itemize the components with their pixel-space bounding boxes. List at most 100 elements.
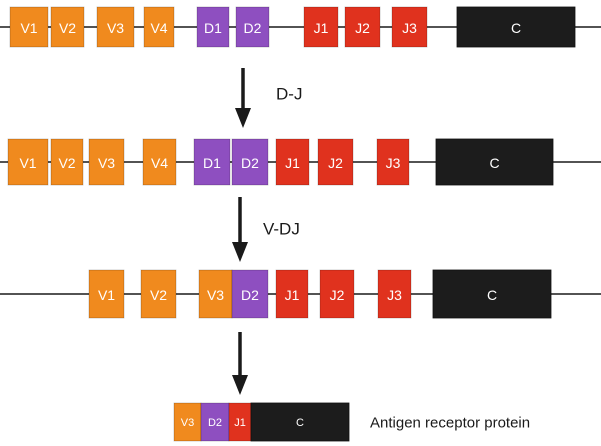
segment-d2-row-1: D2 — [235, 6, 270, 48]
segment-box — [456, 6, 576, 48]
segment-box — [432, 269, 552, 319]
segment-d2-row-4: D2 — [200, 402, 230, 442]
segment-label: V2 — [58, 155, 75, 171]
segment-d1-row-1: D1 — [196, 6, 230, 48]
segment-label: J1 — [234, 417, 246, 429]
segment-v1-row-3: V1 — [88, 269, 125, 319]
segment-c-row-4: C — [250, 402, 350, 442]
segment-j1-row-1: J1 — [303, 6, 339, 48]
segment-v3-row-4: V3 — [173, 402, 202, 442]
segment-box — [9, 6, 49, 48]
segment-label: V4 — [151, 155, 168, 171]
segment-box — [140, 269, 177, 319]
step-label: D-J — [276, 85, 302, 104]
arrow-head-icon — [232, 242, 248, 262]
step-label: V-DJ — [263, 220, 300, 239]
segment-box — [391, 6, 428, 48]
segment-label: J2 — [330, 287, 345, 303]
segment-j1-row-4: J1 — [228, 402, 252, 442]
segment-label: D2 — [208, 417, 222, 429]
segment-j1-row-2: J1 — [275, 138, 310, 186]
segment-box — [376, 138, 410, 186]
segment-box — [50, 138, 84, 186]
segment-v2-row-3: V2 — [140, 269, 177, 319]
segment-label: C — [487, 287, 497, 303]
segment-j1-row-3: J1 — [275, 269, 309, 319]
segment-label: C — [296, 417, 304, 429]
segment-c-row-2: C — [435, 138, 554, 186]
segment-v2-row-2: V2 — [50, 138, 84, 186]
segment-box — [142, 138, 177, 186]
segment-d2-row-2: D2 — [231, 138, 269, 186]
segment-label: J2 — [328, 155, 343, 171]
segment-label: J1 — [285, 287, 300, 303]
segment-label: V2 — [150, 287, 167, 303]
segment-box — [7, 138, 49, 186]
arrow-head-icon — [232, 375, 248, 395]
segment-label: V2 — [59, 20, 76, 36]
segment-c-row-3: C — [432, 269, 552, 319]
segment-label: V1 — [19, 155, 36, 171]
segment-label: C — [489, 155, 499, 171]
segment-j2-row-1: J2 — [344, 6, 381, 48]
segment-v4-row-1: V4 — [143, 6, 175, 48]
segment-label: V3 — [98, 155, 115, 171]
segment-c-row-1: C — [456, 6, 576, 48]
step-arrows: D-J V-DJ — [232, 68, 302, 395]
segment-label: D2 — [241, 155, 259, 171]
segment-j3-row-1: J3 — [391, 6, 428, 48]
segment-v4-row-2: V4 — [142, 138, 177, 186]
segment-d1-row-2: D1 — [193, 138, 231, 186]
segment-box — [231, 269, 269, 319]
segment-j3-row-3: J3 — [377, 269, 412, 319]
segment-box — [88, 269, 125, 319]
segment-label: J3 — [386, 155, 401, 171]
segment-j2-row-3: J2 — [319, 269, 355, 319]
segment-box — [193, 138, 231, 186]
segment-label: D2 — [241, 287, 259, 303]
segment-label: V1 — [20, 20, 37, 36]
segment-label: V3 — [181, 417, 194, 429]
segment-v2-row-1: V2 — [50, 6, 85, 48]
segment-label: V4 — [150, 20, 167, 36]
segment-v1-row-2: V1 — [7, 138, 49, 186]
segment-box — [235, 6, 270, 48]
segment-box — [317, 138, 354, 186]
segment-box — [303, 6, 339, 48]
segment-v3-row-2: V3 — [88, 138, 125, 186]
segment-label: D1 — [203, 155, 221, 171]
segment-box — [231, 138, 269, 186]
segment-label: D1 — [204, 20, 222, 36]
segment-box — [435, 138, 554, 186]
segment-label: J2 — [355, 20, 370, 36]
segment-label: J1 — [314, 20, 329, 36]
segment-box — [96, 6, 135, 48]
segment-box — [88, 138, 125, 186]
segment-label: V3 — [107, 20, 124, 36]
segment-box — [344, 6, 381, 48]
segment-v3-row-3: V3 — [198, 269, 233, 319]
segment-box — [173, 402, 202, 442]
segment-box — [198, 269, 233, 319]
segment-label: D2 — [244, 20, 262, 36]
segment-v1-row-1: V1 — [9, 6, 49, 48]
step-arrow-2: V-DJ — [232, 197, 300, 262]
segment-box — [275, 269, 309, 319]
segment-box — [143, 6, 175, 48]
segment-label: V1 — [98, 287, 115, 303]
segment-label: J3 — [387, 287, 402, 303]
segment-box — [196, 6, 230, 48]
segment-box — [250, 402, 350, 442]
segment-box — [319, 269, 355, 319]
segment-label: J3 — [402, 20, 417, 36]
segment-v3-row-1: V3 — [96, 6, 135, 48]
segment-label: J1 — [285, 155, 300, 171]
step-arrow-1: D-J — [235, 68, 302, 128]
segment-box — [275, 138, 310, 186]
segment-d2-row-3: D2 — [231, 269, 269, 319]
segment-label: V3 — [207, 287, 224, 303]
protein-caption: Antigen receptor protein — [370, 415, 530, 432]
arrow-head-icon — [235, 108, 251, 128]
